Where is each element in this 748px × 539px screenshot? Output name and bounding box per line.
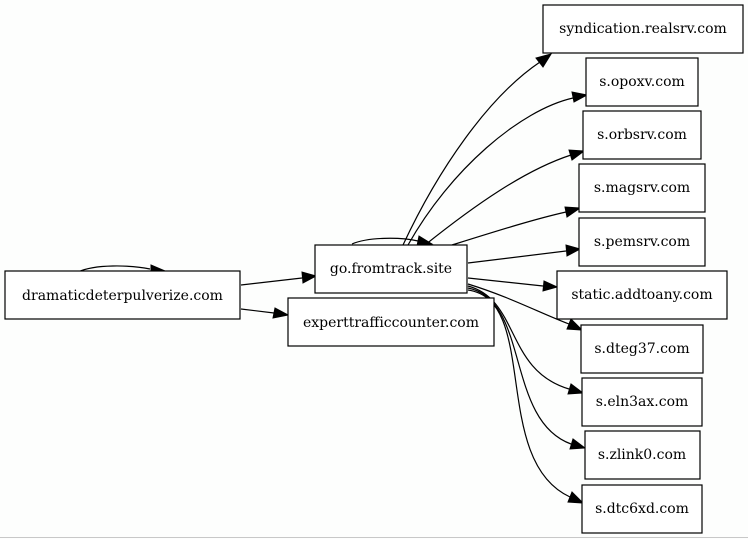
node-label-s-eln3ax: s.eln3ax.com: [596, 394, 689, 410]
node-s-zlink0: s.zlink0.com: [584, 430, 701, 480]
node-label-s-opoxv: s.opoxv.com: [599, 74, 685, 90]
edge-go-zlink0: [467, 287, 572, 445]
node-static-addtoany: static.addtoany.com: [556, 270, 728, 320]
arrowhead-go-dtc6xd: [567, 491, 585, 504]
node-s-dtc6xd: s.dtc6xd.com: [581, 484, 703, 534]
edge-go-pemsrv: [467, 250, 567, 264]
arrowhead-go-magsrv: [564, 206, 582, 218]
node-s-pemsrv: s.pemsrv.com: [578, 217, 706, 267]
edge-go-opoxv: [407, 97, 574, 246]
node-label-s-dteg37: s.dteg37.com: [594, 341, 689, 357]
node-label-s-pemsrv: s.pemsrv.com: [594, 234, 690, 250]
node-label-s-orbsrv: s.orbsrv.com: [597, 127, 687, 143]
node-label-s-dtc6xd: s.dtc6xd.com: [595, 501, 689, 517]
edge-go-self: [351, 237, 419, 245]
node-s-dteg37: s.dteg37.com: [580, 324, 704, 374]
node-label-s-magsrv: s.magsrv.com: [594, 180, 690, 196]
node-label-go-fromtrack: go.fromtrack.site: [330, 261, 452, 277]
node-label-s-zlink0: s.zlink0.com: [598, 447, 686, 463]
edge-dramatic-expert: [240, 308, 275, 314]
edge-go-orbsrv: [424, 154, 572, 246]
bottom-border-line: [0, 537, 748, 538]
edge-go-magsrv: [451, 211, 567, 246]
node-syndication-realsrv: syndication.realsrv.com: [542, 4, 744, 54]
edge-dramatic-go: [240, 277, 303, 286]
node-label-experttrafficcounter: experttrafficcounter.com: [303, 315, 479, 331]
edge-go-dteg37: [467, 283, 570, 325]
node-s-magsrv: s.magsrv.com: [578, 163, 706, 213]
edge-dramatic-self: [77, 265, 151, 273]
arrowhead-dramatic-go: [301, 271, 318, 284]
arrowhead-dramatic-expert: [272, 307, 290, 319]
arrowhead-go-pemsrv: [565, 244, 582, 257]
node-s-opoxv: s.opoxv.com: [585, 57, 699, 107]
nodes-layer: dramaticdeterpulverize.com go.fromtrack.…: [4, 4, 744, 534]
arrowhead-go-opoxv: [571, 91, 589, 103]
node-dramaticdeterpulverize: dramaticdeterpulverize.com: [4, 270, 241, 320]
node-s-eln3ax: s.eln3ax.com: [581, 377, 703, 427]
arrowhead-go-eln3ax: [567, 383, 585, 395]
edge-go-syndication: [402, 61, 541, 246]
edge-go-eln3ax: [467, 285, 570, 390]
node-experttrafficcounter: experttrafficcounter.com: [287, 297, 495, 347]
node-label-syndication-realsrv: syndication.realsrv.com: [559, 21, 727, 37]
arrowhead-go-addtoany: [542, 280, 559, 292]
arrowhead-go-zlink0: [569, 438, 587, 450]
node-label-dramaticdeterpulverize: dramaticdeterpulverize.com: [22, 288, 223, 304]
node-s-orbsrv: s.orbsrv.com: [582, 110, 702, 160]
arrowhead-go-dteg37: [566, 318, 584, 331]
edge-go-addtoany: [467, 277, 544, 287]
arrowhead-go-orbsrv: [568, 149, 586, 161]
node-go-fromtrack: go.fromtrack.site: [314, 244, 468, 294]
arrowhead-go-syndication: [535, 53, 553, 68]
node-label-static-addtoany: static.addtoany.com: [571, 287, 712, 303]
